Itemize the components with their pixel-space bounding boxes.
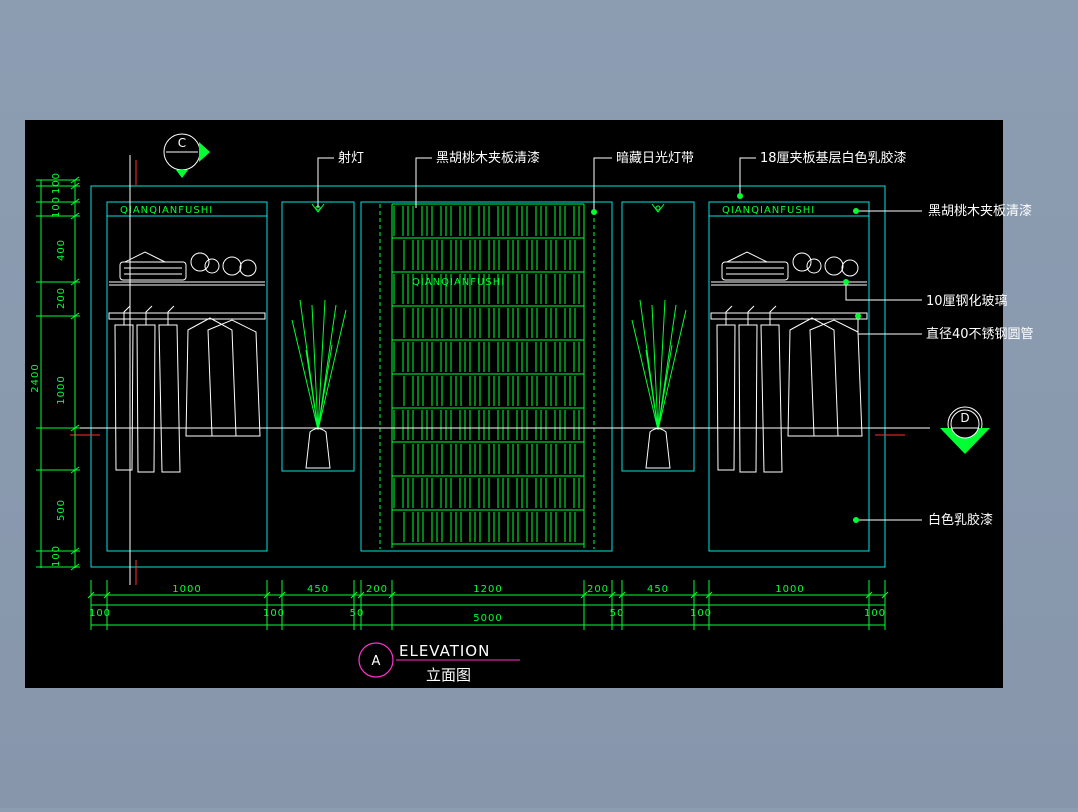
label-white-latex: 白色乳胶漆 [928,512,993,528]
hanging-jackets-left [185,317,261,437]
left-wardrobe-frame [106,201,268,552]
dim-bottom-200-right: 200 [587,584,609,595]
label-hidden-led: 暗藏日光灯带 [616,151,694,166]
dim-left-0: 100 [51,172,62,194]
dim-left-5: 500 [56,499,67,521]
hanging-rod-right [710,312,868,320]
folded-clothes-right [721,251,859,281]
label-tempered-glass: 10厘钢化玻璃 [926,294,1008,309]
label-steel-tube: 直径40不锈钢圆管 [926,327,1034,342]
right-display-niche [621,201,695,472]
center-panel [360,201,613,552]
label-spotlight: 射灯 [338,150,364,166]
wall-outline [90,185,886,568]
dim-bottom-450-right: 450 [647,584,669,595]
dim-left-2: 400 [56,239,67,261]
brand-text-left: QIANQIANFUSHI [120,205,213,216]
section-marker-d-label: D [960,411,969,425]
dim-left-4: 1000 [56,375,67,404]
section-marker-d[interactable]: D [940,406,990,454]
spotlight-right [651,203,665,213]
dim-bottom-200-left: 200 [366,584,388,595]
dim-bottom-1000-right: 1000 [775,584,804,595]
dim-bottom-50-a: 50 [350,608,365,619]
drawing-title: A ELEVATION 立面图 [358,642,520,684]
dim-left-1: 100 [51,196,62,218]
brand-text-right: QIANQIANFUSHI [722,205,815,216]
dim-bottom-1200: 1200 [473,584,502,595]
wood-panel-pattern [391,203,585,548]
plant-vase-right [631,299,687,469]
dim-left-6: 100 [51,545,62,567]
title-english: ELEVATION [399,642,490,660]
dim-bottom-1000-left: 1000 [172,584,201,595]
dim-bottom-100-b: 100 [263,608,285,619]
section-marker-c[interactable]: C [163,133,210,178]
dim-bottom-total: 5000 [473,613,502,624]
brand-text-center: QIANQIANFUSHI [412,277,505,288]
label-plywood-base: 18厘夹板基层白色乳胶漆 [760,150,907,166]
folded-clothes-left [119,251,257,281]
dim-bottom-100-c: 100 [690,608,712,619]
dim-bottom-450-left: 450 [307,584,329,595]
right-wardrobe-frame [708,201,870,552]
hanging-jackets-right [787,317,863,437]
dimensions-left: 100 100 400 200 1000 500 100 2400 [30,172,80,571]
dim-bottom-100-d: 100 [864,608,886,619]
section-marker-c-label: C [178,136,186,150]
title-circle [358,642,394,678]
dim-left-3: 200 [56,287,67,309]
plant-vase-left [291,299,347,469]
title-circle-label: A [372,654,381,669]
hanging-pants-right [716,305,783,473]
dim-left-total: 2400 [30,363,41,392]
dimensions-bottom: 1000 450 200 1200 200 450 1000 100 100 5… [87,580,889,630]
label-walnut-veneer-right: 黑胡桃木夹板清漆 [928,203,1032,219]
title-chinese: 立面图 [426,666,471,684]
drawing-canvas [25,120,1003,688]
dim-bottom-50-b: 50 [610,608,625,619]
dim-bottom-100-a: 100 [89,608,111,619]
label-walnut-veneer: 黑胡桃木夹板清漆 [436,150,540,166]
hanging-pants-left [114,305,181,473]
hanging-rod-left [108,312,266,320]
